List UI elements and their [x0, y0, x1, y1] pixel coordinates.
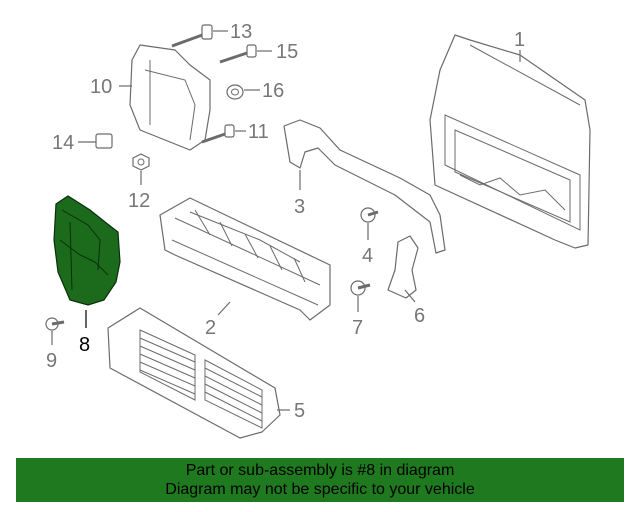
part-7-push-pin[interactable] [350, 280, 371, 296]
callout-11[interactable]: 11 [248, 121, 269, 143]
part-11-bolt[interactable] [201, 124, 235, 144]
part-12-nut[interactable] [132, 153, 150, 171]
callout-5[interactable]: 5 [294, 400, 305, 422]
callout-7[interactable]: 7 [352, 317, 363, 339]
callout-1[interactable]: 1 [514, 29, 525, 51]
banner-line-2: Diagram may not be specific to your vehi… [165, 481, 475, 498]
callout-15[interactable]: 15 [276, 41, 298, 63]
part-8-air-deflector[interactable] [53, 195, 121, 306]
part-10-bracket[interactable] [129, 44, 211, 151]
callout-6[interactable]: 6 [414, 305, 425, 327]
part-15-bolt[interactable] [219, 44, 257, 64]
callout-2[interactable]: 2 [205, 317, 216, 339]
callout-12[interactable]: 12 [128, 190, 150, 212]
callout-14[interactable]: 14 [52, 132, 74, 154]
callout-16[interactable]: 16 [262, 80, 284, 102]
callout-8[interactable]: 8 [79, 334, 90, 356]
part-1-radiator-support[interactable] [429, 34, 591, 249]
callout-9[interactable]: 9 [46, 350, 57, 372]
part-14-clip[interactable] [95, 133, 113, 149]
part-6-bracket[interactable] [387, 235, 419, 299]
callout-3[interactable]: 3 [294, 196, 305, 218]
part-5-lower-grille[interactable] [107, 307, 281, 439]
part-9-push-pin[interactable] [45, 317, 65, 331]
callout-4[interactable]: 4 [362, 245, 373, 267]
part-3-bracket[interactable] [283, 119, 446, 254]
part-16-nut[interactable] [226, 84, 244, 100]
part-4-push-pin[interactable] [360, 207, 379, 223]
callout-10[interactable]: 10 [90, 76, 112, 98]
part-2-grille-shutter[interactable] [159, 197, 331, 321]
parts-diagram: 1 13 15 16 10 11 14 12 [45, 21, 591, 439]
part-13-bolt[interactable] [171, 24, 213, 48]
info-banner: Part or sub-assembly is #8 in diagram Di… [16, 458, 624, 502]
banner-line-1: Part or sub-assembly is #8 in diagram [185, 462, 455, 479]
callout-13[interactable]: 13 [230, 21, 252, 43]
